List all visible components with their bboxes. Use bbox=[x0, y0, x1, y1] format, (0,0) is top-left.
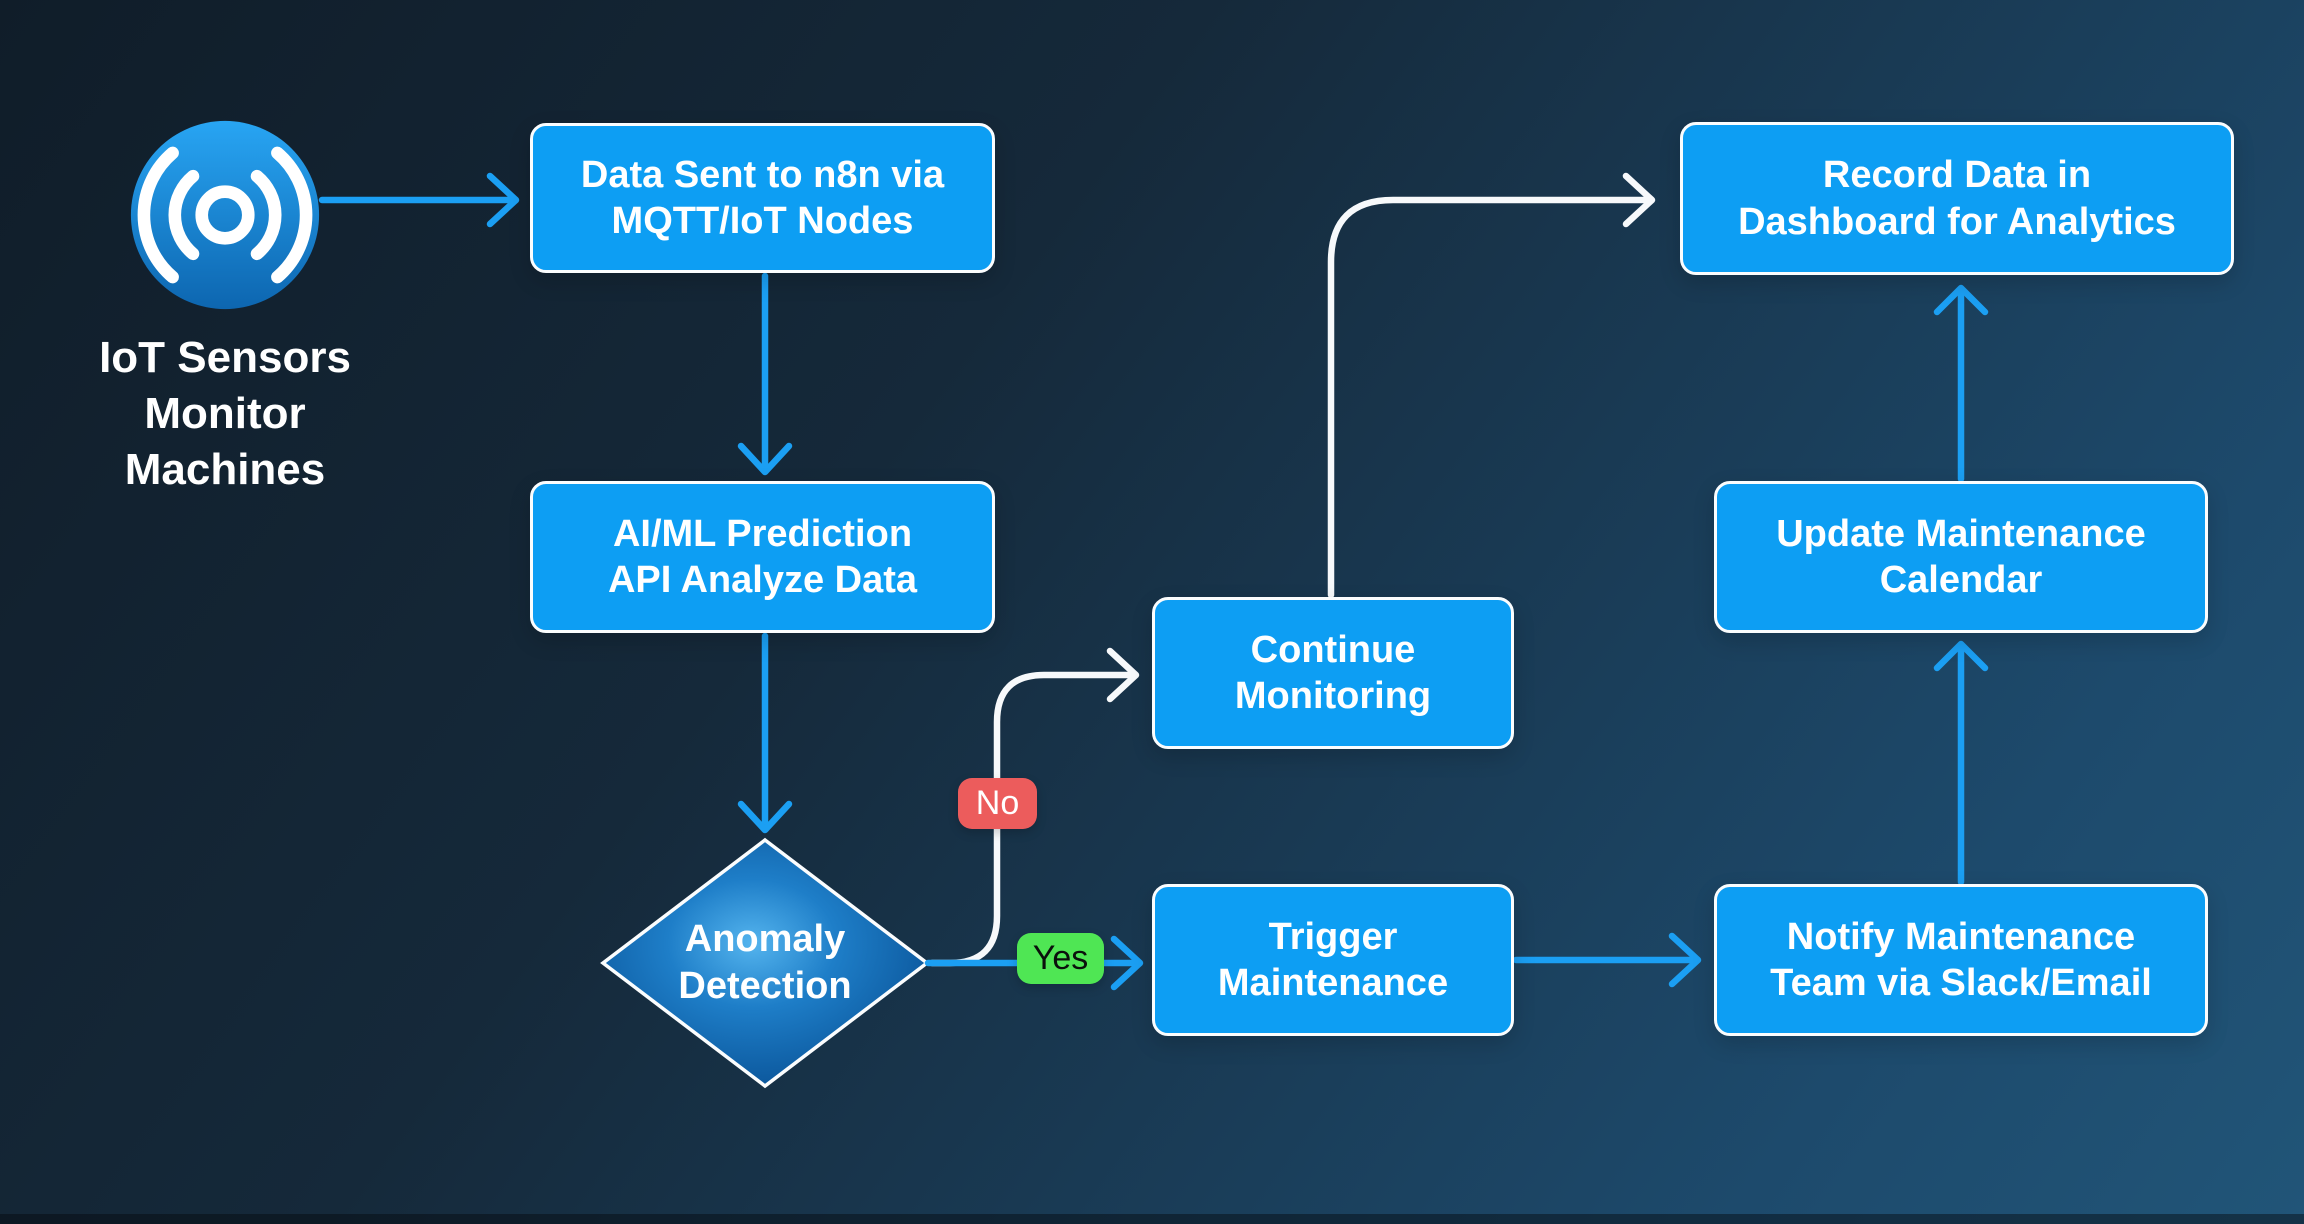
node-record-data: Record Data in Dashboard for Analytics bbox=[1680, 122, 2234, 275]
edge-trigger-to-notify-arrowhead bbox=[1668, 932, 1702, 988]
icon-circle bbox=[130, 120, 320, 310]
signal-wave-outer-left bbox=[137, 146, 179, 284]
node-label: Trigger Maintenance bbox=[1217, 915, 1449, 1004]
iot-signal-icon bbox=[130, 120, 320, 310]
node-label: Notify Maintenance Team via Slack/Email bbox=[1770, 915, 2152, 1004]
edge-label-no: No bbox=[958, 778, 1037, 829]
signal-wave-inner-left bbox=[168, 169, 200, 261]
node-label: Continue Monitoring bbox=[1234, 628, 1432, 717]
edge-continue-to-record-arrowhead bbox=[1622, 172, 1656, 228]
node-notify-team: Notify Maintenance Team via Slack/Email bbox=[1714, 884, 2208, 1036]
edge-anomaly-no-arrowhead bbox=[1106, 647, 1140, 703]
node-continue-monitoring: Continue Monitoring bbox=[1152, 597, 1514, 749]
node-aiml-prediction: AI/ML Prediction API Analyze Data bbox=[530, 481, 995, 633]
edge-anomaly-yes-arrowhead bbox=[1110, 935, 1144, 991]
node-label: Data Sent to n8n via MQTT/IoT Nodes bbox=[580, 153, 945, 242]
edge-datasent-to-aiml-arrowhead bbox=[737, 442, 793, 476]
edge-label-no-text: No bbox=[975, 784, 1020, 822]
node-label: Update Maintenance Calendar bbox=[1776, 512, 2146, 601]
edge-update-to-record-arrowhead bbox=[1933, 284, 1989, 316]
node-trigger-maintenance: Trigger Maintenance bbox=[1152, 884, 1514, 1036]
node-update-calendar: Update Maintenance Calendar bbox=[1714, 481, 2208, 633]
iot-sensor-label: IoT Sensors Monitor Machines bbox=[99, 333, 351, 494]
signal-wave-inner-right bbox=[250, 169, 282, 261]
signal-center-dot bbox=[195, 185, 255, 245]
edge-aiml-to-anomaly-arrowhead bbox=[737, 800, 793, 834]
anomaly-decision-diamond bbox=[600, 837, 930, 1089]
edge-label-yes-text: Yes bbox=[1032, 939, 1089, 977]
anomaly-detection-label: Anomaly Detection bbox=[678, 917, 852, 1007]
node-label: Record Data in Dashboard for Analytics bbox=[1738, 154, 2176, 243]
edge-notify-to-update-arrowhead bbox=[1933, 640, 1989, 672]
edge-label-yes: Yes bbox=[1017, 933, 1104, 984]
white-edges bbox=[928, 172, 1656, 967]
edge-source-to-datasent-arrowhead bbox=[486, 172, 520, 228]
signal-waves-glyph bbox=[137, 146, 313, 284]
signal-wave-outer-right bbox=[271, 146, 313, 284]
node-label: AI/ML Prediction API Analyze Data bbox=[607, 512, 918, 601]
node-data-sent: Data Sent to n8n via MQTT/IoT Nodes bbox=[530, 123, 995, 273]
bottom-edge-strip bbox=[0, 1214, 2304, 1224]
edge-continue-to-record-line bbox=[1327, 196, 1652, 599]
